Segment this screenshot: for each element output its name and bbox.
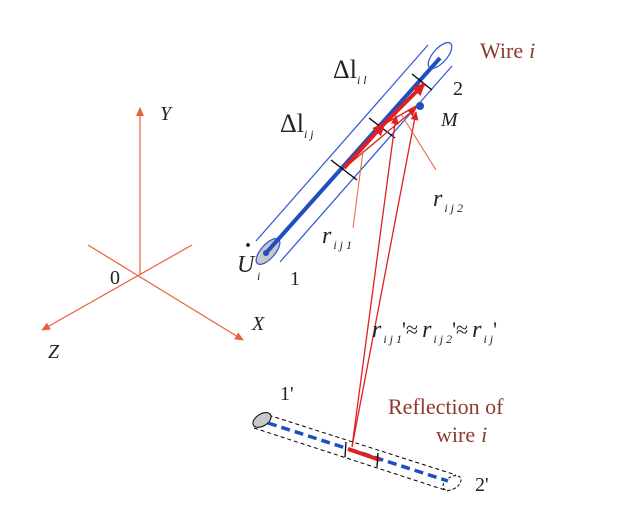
delta-l-ij-label: Δli j xyxy=(280,109,314,141)
current-segment-il xyxy=(382,82,426,126)
z-axis xyxy=(41,244,193,331)
segment-tick-3 xyxy=(411,73,433,91)
point-m-label: M xyxy=(440,109,459,131)
end-1-label: 1 xyxy=(290,268,300,290)
x-axis xyxy=(87,244,244,341)
delta-l-il-label: Δli l xyxy=(333,55,367,87)
distance-vectors xyxy=(347,105,437,448)
cylinder-edge-lower xyxy=(279,65,453,263)
origin-label: 0 xyxy=(110,267,120,289)
wire-endpoint-1 xyxy=(263,250,269,256)
u-sub: i xyxy=(257,269,260,283)
image-vector-1 xyxy=(351,115,399,448)
point-m-marker xyxy=(416,102,424,110)
reflection-edge-lower xyxy=(253,427,449,492)
u-dot: · xyxy=(244,233,252,259)
end-2-prime-label: 2' xyxy=(475,474,489,496)
reflection-tick-1 xyxy=(344,441,347,458)
axis-y-label: Y xyxy=(160,103,173,125)
reflection-current-segment xyxy=(347,447,381,462)
axis-z-label: Z xyxy=(48,341,60,363)
voltage-u-label: U · i xyxy=(237,233,260,283)
segment-tick-1 xyxy=(330,159,358,181)
end-2-label: 2 xyxy=(453,78,463,100)
reflection-tick-2 xyxy=(376,452,379,468)
current-segment-ij xyxy=(342,122,386,170)
axis-x-label: X xyxy=(251,313,265,335)
vector-r-ij1 xyxy=(347,107,417,166)
leader-r-ij2 xyxy=(400,113,437,171)
leader-r-ij1 xyxy=(352,150,364,229)
u-var: U xyxy=(237,252,256,278)
reflection-title-line1: Reflection of xyxy=(388,394,504,419)
coordinate-axes xyxy=(41,107,244,341)
reflection-near-cap xyxy=(252,412,272,428)
end-1-prime-label: 1' xyxy=(280,383,294,405)
reflection-edge-upper xyxy=(261,412,457,476)
wire-cylinder xyxy=(255,41,453,266)
image-vector-2 xyxy=(351,111,419,448)
reflection-far-cap xyxy=(442,475,462,491)
reflected-wire xyxy=(252,412,462,492)
cylinder-edge-upper xyxy=(255,44,429,242)
reflection-axis-line xyxy=(267,421,449,483)
